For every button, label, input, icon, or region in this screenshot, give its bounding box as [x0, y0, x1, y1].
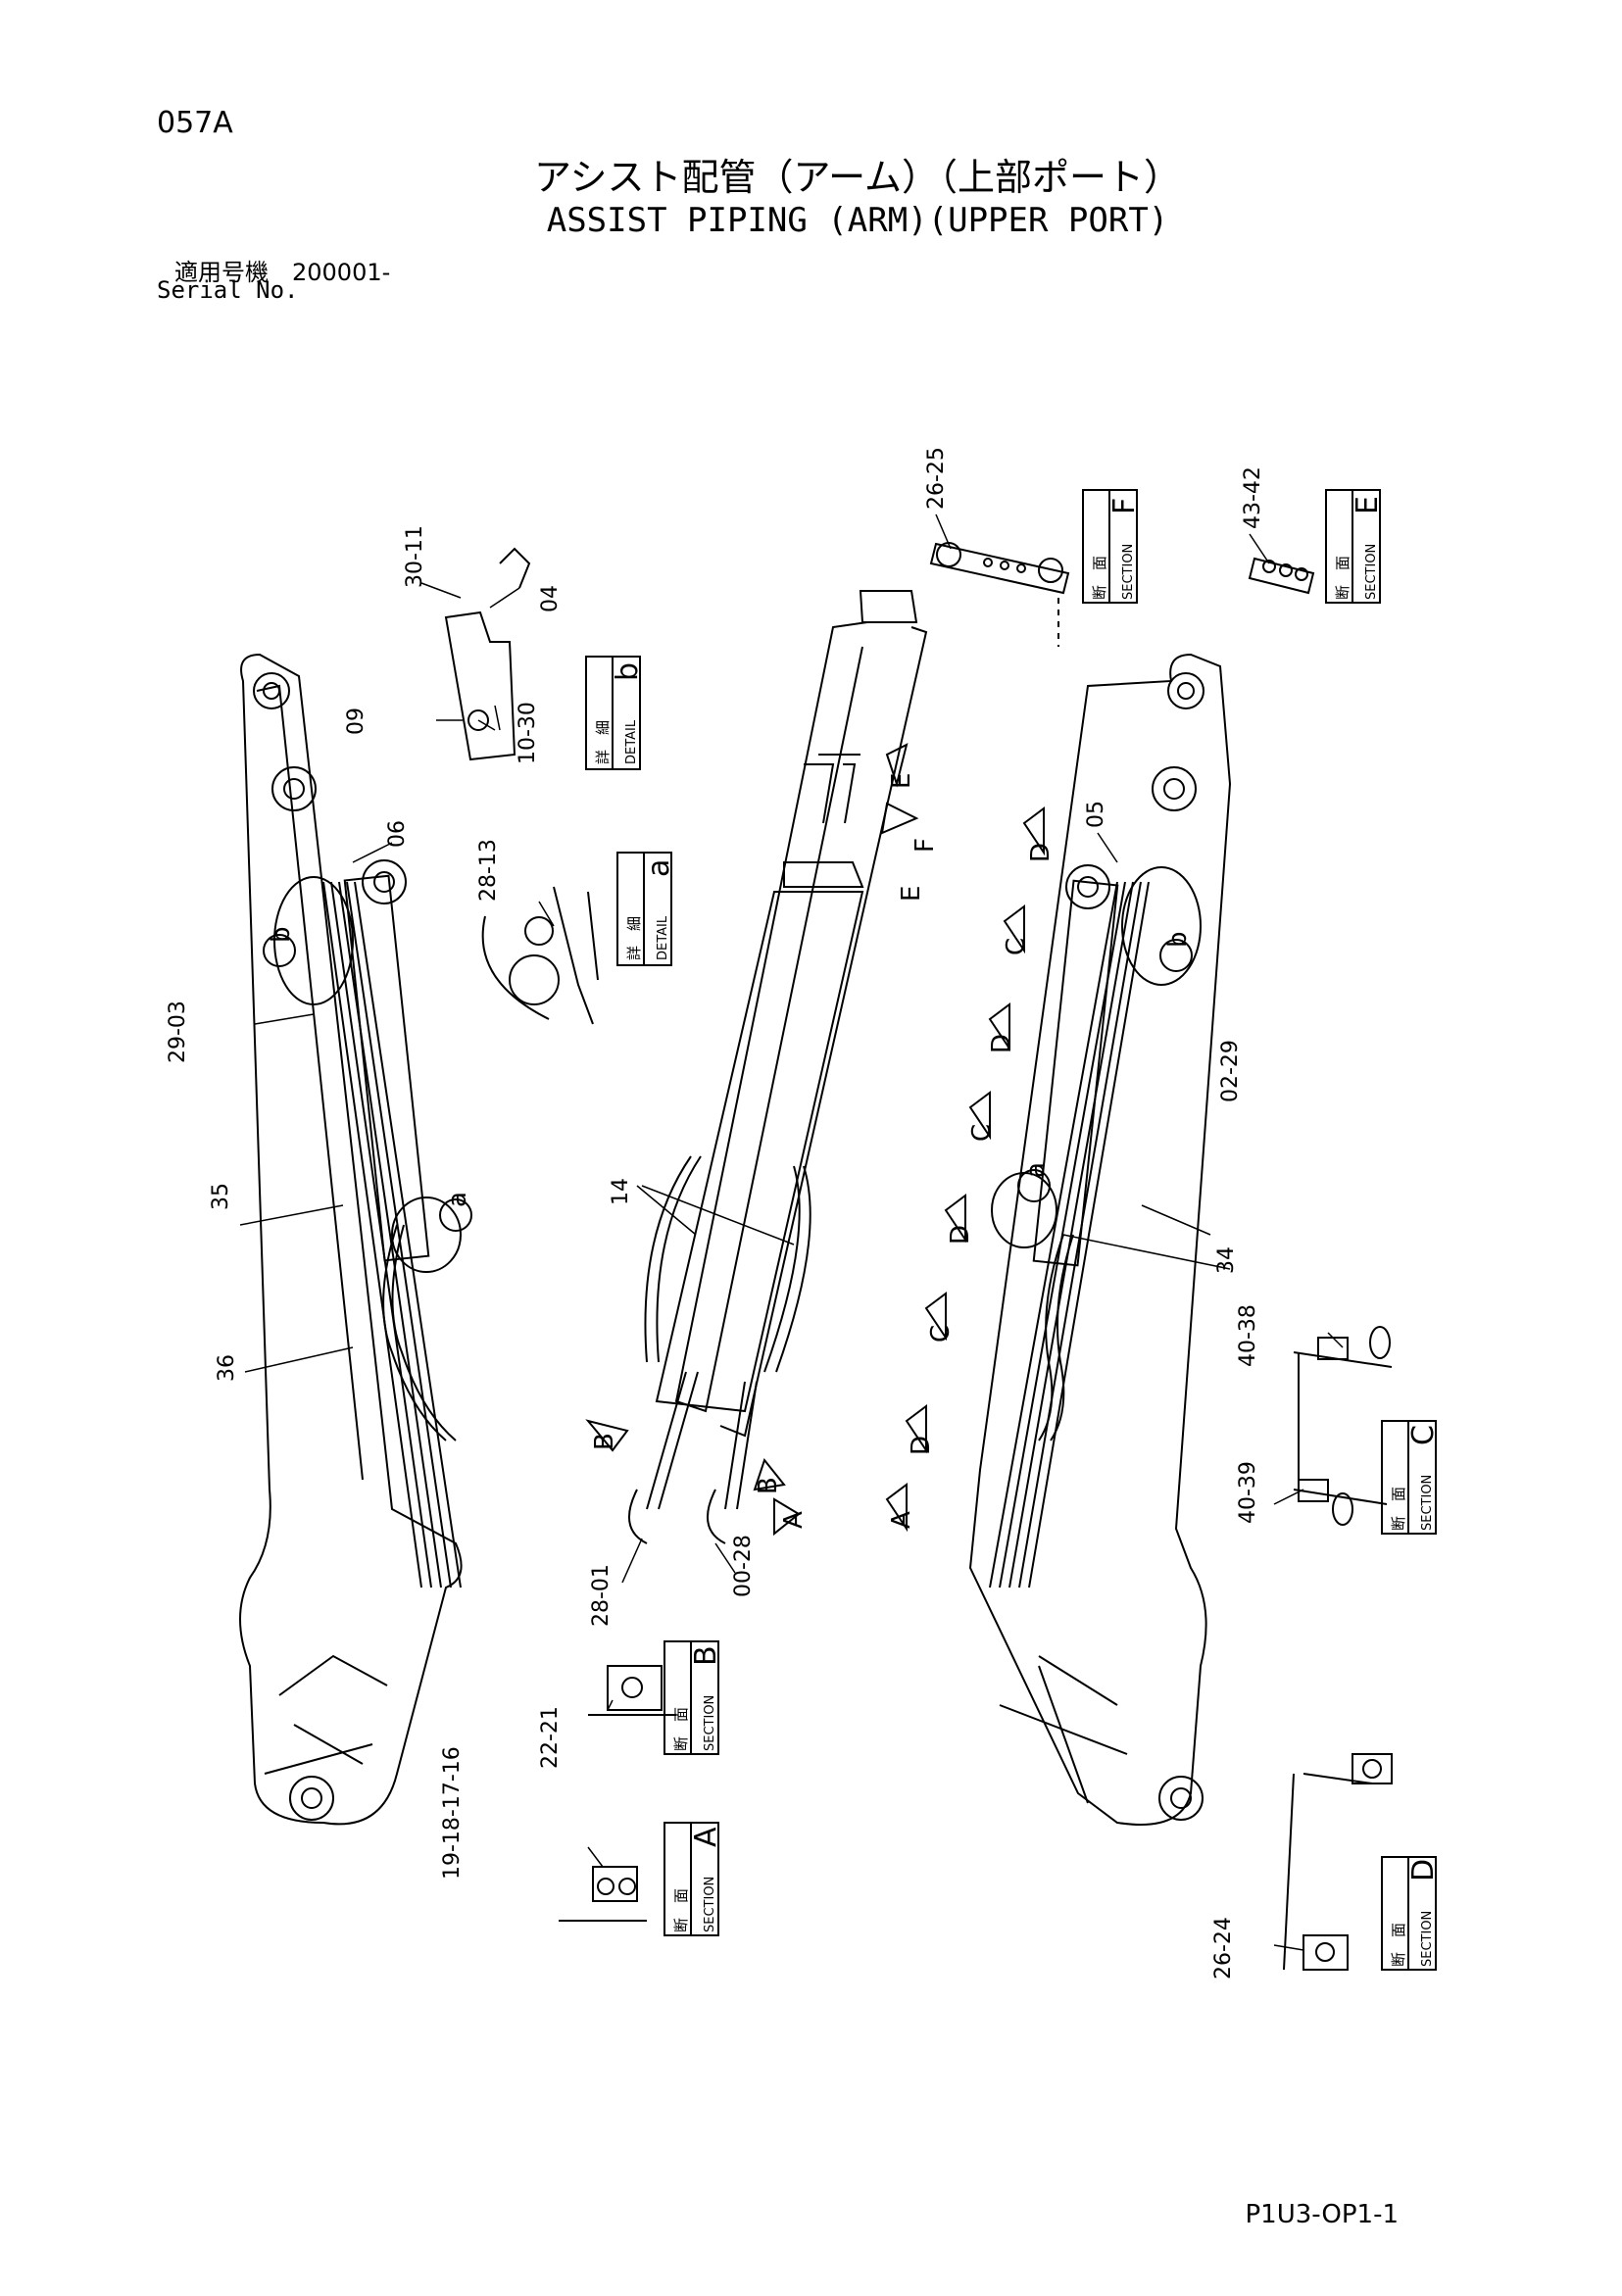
section-arrow-letters: E F E D C D C D C D A B B A	[590, 773, 1056, 1529]
section-e-jp: 断 面	[1334, 556, 1352, 600]
section-c-letter: C	[1406, 1425, 1441, 1445]
section-e-label-box: E SECTION 断 面	[1325, 489, 1385, 604]
callout-00-28: 00-28	[731, 1535, 756, 1597]
callout-43-42: 43-42	[1241, 466, 1265, 529]
callout-26-25: 26-25	[924, 447, 949, 510]
callout-22-21: 22-21	[538, 1706, 563, 1769]
section-f-letter: F	[1107, 498, 1142, 514]
inset-section-d-drawing	[1283, 1753, 1393, 1971]
section-b-en: SECTION	[703, 1695, 717, 1751]
section-e-en: SECTION	[1364, 544, 1379, 600]
arrow-letter-d-4: D	[907, 1436, 936, 1455]
arrow-letter-a-right: A	[887, 1511, 916, 1529]
arrow-letter-d-2: D	[987, 1034, 1016, 1053]
arrow-letter-b-2: B	[754, 1477, 783, 1494]
inset-section-e-drawing	[1248, 557, 1315, 595]
detail-a-label-box: a DETAIL 詳 細	[616, 852, 676, 966]
marker-a-right: a	[1021, 1162, 1051, 1178]
detail-b-label-box: b DETAIL 詳 細	[585, 656, 645, 770]
inset-detail-a-drawing	[481, 886, 599, 1025]
callout-09: 09	[344, 708, 369, 735]
page-code: 057A	[157, 106, 233, 140]
detail-b-jp: 詳 細	[594, 720, 612, 764]
serial-label-english: Serial No.	[157, 276, 299, 304]
serial-label-japanese: 適用号機 200001-	[174, 259, 391, 286]
inset-section-c-drawing	[1293, 1326, 1393, 1526]
callout-40-38: 40-38	[1236, 1304, 1260, 1367]
callout-30-11: 30-11	[403, 525, 427, 588]
callout-14: 14	[609, 1178, 633, 1205]
section-a-letter: A	[689, 1827, 723, 1847]
section-b-label-box: B SECTION 断 面	[664, 1640, 723, 1755]
arrow-letter-f: F	[910, 838, 940, 853]
callout-numbers: 30-11 04 09 10-30 06 28-13 29-03 35 36 1…	[166, 447, 1265, 1979]
arrow-letter-a-center: A	[779, 1511, 809, 1529]
section-b-jp: 断 面	[672, 1707, 690, 1751]
section-c-en: SECTION	[1420, 1475, 1435, 1531]
callout-29-03: 29-03	[166, 1001, 190, 1063]
callout-02-29: 02-29	[1218, 1040, 1243, 1102]
callout-04: 04	[538, 585, 563, 612]
section-d-jp: 断 面	[1390, 1923, 1407, 1967]
detail-letter-markers: b b a a	[263, 926, 1193, 1232]
left-arm	[239, 653, 463, 1826]
section-f-jp: 断 面	[1091, 556, 1108, 600]
section-a-jp: 断 面	[672, 1888, 690, 1932]
callout-40-39: 40-39	[1236, 1461, 1260, 1524]
callout-35: 35	[209, 1183, 233, 1210]
section-a-label-box: A SECTION 断 面	[664, 1822, 723, 1936]
arrow-letter-e-2: E	[897, 886, 926, 902]
document-code: P1U3-OP1-1	[1245, 2200, 1399, 2229]
marker-a-left: a	[443, 1192, 472, 1207]
marker-b-right: b	[1163, 931, 1193, 948]
title-japanese: アシスト配管（アーム）（上部ポート）	[533, 156, 1182, 199]
callout-10-30: 10-30	[516, 702, 540, 764]
inset-section-b-drawing	[588, 1665, 676, 1716]
section-d-letter: D	[1406, 1859, 1441, 1881]
section-f-label-box: F SECTION 断 面	[1082, 489, 1142, 604]
arrow-letter-b-1: B	[590, 1433, 619, 1450]
arrow-letter-d-3: D	[946, 1225, 975, 1245]
section-d-label-box: D SECTION 断 面	[1381, 1856, 1441, 1971]
section-arrows	[585, 743, 1045, 1537]
section-f-en: SECTION	[1121, 544, 1136, 600]
arrow-letter-d-1: D	[1026, 843, 1056, 862]
callout-26-24: 26-24	[1211, 1917, 1236, 1979]
callout-36: 36	[215, 1354, 239, 1382]
section-d-en: SECTION	[1420, 1911, 1435, 1967]
arrow-letter-c-2: C	[967, 1124, 997, 1142]
detail-a-letter: a	[642, 859, 676, 877]
detail-b-en: DETAIL	[624, 719, 639, 764]
arrow-letter-c-3: C	[926, 1325, 956, 1343]
title-english: ASSIST PIPING (ARM)(UPPER PORT)	[546, 201, 1169, 240]
center-arm	[628, 590, 928, 1544]
right-arm	[968, 653, 1232, 1826]
arrow-letter-c-1: C	[1002, 938, 1031, 955]
section-b-letter: B	[689, 1645, 723, 1666]
callout-19-18-17-16: 19-18-17-16	[440, 1746, 465, 1880]
inset-section-f-drawing	[929, 542, 1070, 647]
marker-b-left: b	[267, 926, 296, 943]
callout-06: 06	[385, 820, 410, 848]
leader-lines	[239, 513, 1344, 1951]
detail-a-jp: 詳 細	[625, 916, 643, 960]
callout-34: 34	[1214, 1246, 1239, 1274]
arrow-letter-e-1: E	[887, 773, 916, 789]
section-c-label-box: C SECTION 断 面	[1381, 1420, 1441, 1535]
callout-28-01: 28-01	[589, 1564, 614, 1627]
inset-detail-b-drawing	[444, 547, 531, 761]
detail-a-en: DETAIL	[656, 915, 670, 960]
section-e-letter: E	[1351, 496, 1385, 514]
detail-b-letter: b	[611, 662, 645, 681]
callout-05: 05	[1084, 801, 1108, 828]
inset-section-a-drawing	[559, 1866, 647, 1922]
section-a-en: SECTION	[703, 1877, 717, 1932]
section-c-jp: 断 面	[1390, 1487, 1407, 1531]
callout-28-13: 28-13	[476, 839, 501, 902]
